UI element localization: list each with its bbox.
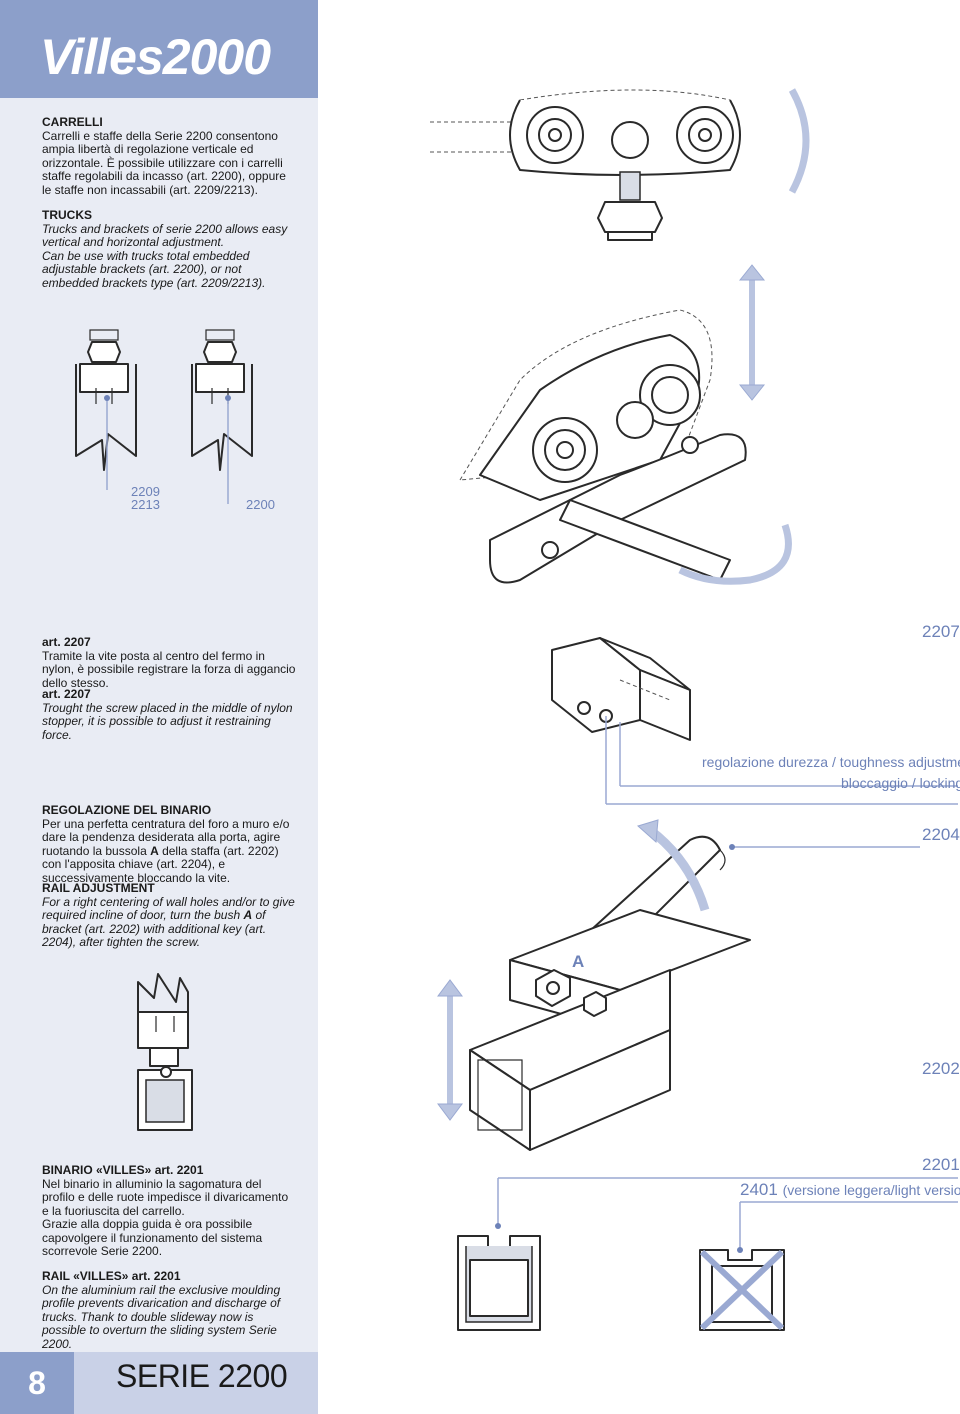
label-2204: 2204 xyxy=(922,825,960,844)
light-version-label: 2401 (versione leggera/light version) xyxy=(740,1180,960,1200)
art2207-it-heading: art. 2207 xyxy=(42,635,91,649)
label-2201: 2201 xyxy=(922,1155,960,1174)
trucks-section: TRUCKS Trucks and brackets of serie 2200… xyxy=(42,208,296,290)
rail-villes-section: RAIL «VILLES» art. 2201 On the aluminium… xyxy=(42,1269,296,1351)
rail-2201-profile xyxy=(457,1235,541,1331)
locking-label: bloccaggio / locking xyxy=(841,775,960,791)
art2207-it-body: Tramite la vite posta al centro del ferm… xyxy=(42,648,296,690)
rail-adjustment-drawing xyxy=(437,819,920,1151)
sidebar-panel xyxy=(0,0,318,1414)
art2207-it-section: art. 2207 Tramite la vite posta al centr… xyxy=(42,635,296,690)
rail-2401-profile xyxy=(699,1249,785,1331)
truck-drawing xyxy=(430,88,810,585)
rail-adjustment-body-bold: A xyxy=(243,908,253,922)
regolazione-body-bold: A xyxy=(150,843,159,858)
binario-body-2: Grazie alla doppia guida è ora possibile… xyxy=(42,1217,263,1258)
label-2209: 2209 xyxy=(131,484,160,499)
label-2207: 2207 xyxy=(922,622,960,641)
stopper-drawing xyxy=(551,637,958,805)
binario-heading: BINARIO «VILLES» art. 2201 xyxy=(42,1163,204,1177)
binario-section: BINARIO «VILLES» art. 2201 Nel binario i… xyxy=(42,1163,296,1259)
trucks-heading: TRUCKS xyxy=(42,208,92,222)
bracket-2209-drawing xyxy=(75,329,137,471)
rail-profiles-drawing xyxy=(457,1177,958,1331)
brand-logo: Villes2000 xyxy=(40,29,271,85)
label-2213: 2213 xyxy=(131,497,160,512)
art2207-en-section: art. 2207 Trought the screw placed in th… xyxy=(42,687,296,742)
regolazione-body-1: Per una perfetta centratura del foro a m… xyxy=(42,816,290,858)
carrelli-section: CARRELLI Carrelli e staffe della Serie 2… xyxy=(42,115,296,197)
binario-body-1: Nel binario in alluminio la sagomatura d… xyxy=(42,1176,289,1218)
regolazione-section: REGOLAZIONE DEL BINARIO Per una perfetta… xyxy=(42,803,296,885)
rail-bracket-side-drawing xyxy=(137,973,193,1131)
trucks-body-1: Trucks and brackets of serie 2200 allows… xyxy=(42,221,288,249)
page-number: 8 xyxy=(0,1352,74,1414)
label-bush-a: A xyxy=(572,952,585,971)
trucks-body-2: Can be use with trucks total embedded ad… xyxy=(42,248,266,290)
carrelli-heading: CARRELLI xyxy=(42,115,103,129)
bracket-2200-drawing xyxy=(191,329,253,471)
art2207-en-body: Trought the screw placed in the middle o… xyxy=(42,700,293,742)
rail-villes-body: On the aluminium rail the exclusive moul… xyxy=(42,1282,281,1351)
light-version-text: (versione leggera/light version) xyxy=(782,1182,960,1198)
rail-adjustment-body-2: of bracket (art. 2202) with additional k… xyxy=(42,908,267,949)
rail-adjustment-body-1: For a right centering of wall holes and/… xyxy=(42,894,295,922)
label-2401: 2401 xyxy=(740,1180,778,1199)
rail-adjustment-section: RAIL ADJUSTMENT For a right centering of… xyxy=(42,881,296,950)
regolazione-heading: REGOLAZIONE DEL BINARIO xyxy=(42,803,212,817)
series-title: SERIE 2200 xyxy=(116,1358,288,1394)
toughness-adjustment-label: regolazione durezza / toughness adjustme… xyxy=(702,754,960,770)
regolazione-body-2: della staffa (art. 2202) con l'apposita … xyxy=(42,843,279,885)
rail-villes-heading: RAIL «VILLES» art. 2201 xyxy=(42,1269,181,1283)
carrelli-body: Carrelli e staffe della Serie 2200 conse… xyxy=(42,128,286,197)
logo-band: Villes2000 xyxy=(0,0,318,98)
rail-adjustment-heading: RAIL ADJUSTMENT xyxy=(42,881,155,895)
label-2202: 2202 xyxy=(922,1059,960,1078)
art2207-en-heading: art. 2207 xyxy=(42,687,91,701)
brackets-drawing xyxy=(75,329,253,504)
label-2200: 2200 xyxy=(246,497,275,512)
